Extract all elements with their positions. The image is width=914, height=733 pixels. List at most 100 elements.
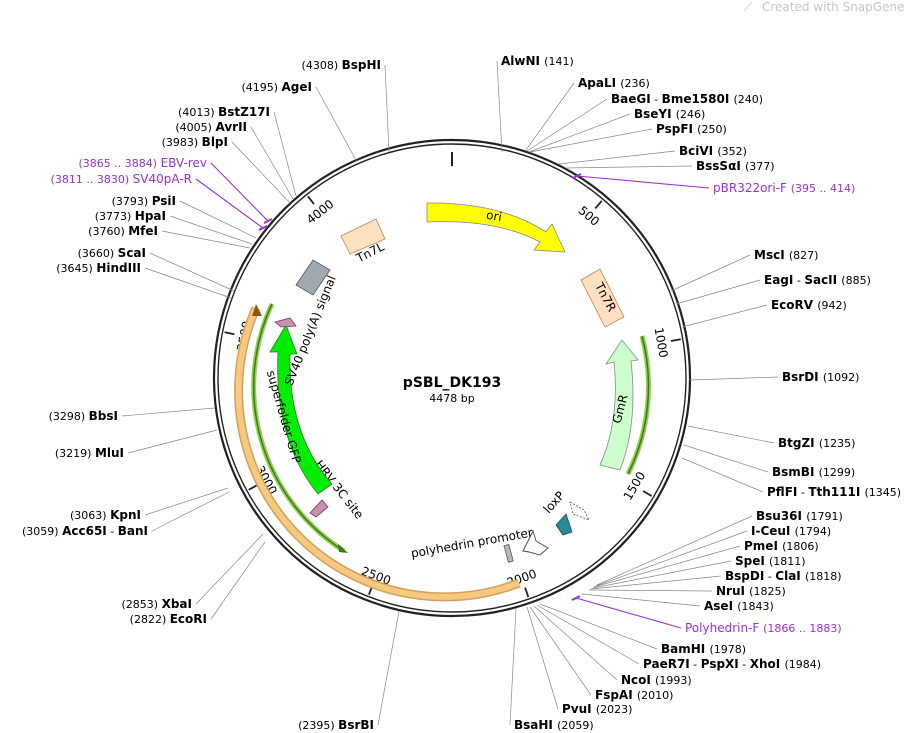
restriction-site-label[interactable]: EcoRV (942) (771, 298, 847, 312)
site-leader-line (384, 64, 390, 153)
restriction-site-label[interactable]: (3063) KpnI (70, 508, 141, 522)
restriction-site-label[interactable]: PmeI (1806) (744, 539, 819, 553)
restriction-site-label[interactable]: (3793) PsiI (112, 194, 176, 208)
feature-ori[interactable]: ori (426, 202, 566, 253)
site-position: (1866 .. 1883) (763, 622, 842, 635)
site-position: (1235) (819, 437, 856, 450)
restriction-site-label[interactable]: PvuI (2023) (562, 702, 632, 716)
restriction-site-label[interactable]: (4013) BstZ17I (178, 105, 270, 119)
feature-tn7l[interactable]: Tn7L (340, 218, 387, 266)
site-leader-line (149, 252, 235, 292)
site-enzyme-name: Bsu36I (756, 509, 806, 523)
site-position: (1843) (737, 600, 774, 613)
primer-name: Polyhedrin-F (685, 621, 763, 635)
restriction-site-label[interactable]: ApaLI (236) (578, 76, 650, 90)
restriction-site-label[interactable]: (4308) BspHI (302, 58, 381, 72)
site-position: (2010) (637, 689, 674, 702)
orf-band-inner (235, 306, 521, 600)
site-position: (2023) (596, 703, 633, 716)
scale-tick (594, 200, 603, 210)
scale-tick-label: 1000 (652, 326, 671, 358)
restriction-site-label[interactable]: NcoI (1993) (621, 673, 692, 687)
primer-label[interactable]: (3865 .. 3884) EBV-rev (79, 156, 208, 170)
site-enzyme-name: PvuI (562, 702, 596, 716)
restriction-site-label[interactable]: BciVI (352) (679, 144, 747, 158)
site-enzyme-name: BspDI (725, 569, 764, 583)
restriction-site-label[interactable]: (2395) BsrBI (298, 718, 374, 732)
restriction-site-label[interactable]: (3983) BlpI (162, 135, 228, 149)
restriction-site-label[interactable]: SpeI (1811) (735, 554, 806, 568)
site-enzyme-name: SacII (804, 273, 841, 287)
site-separator: - (651, 93, 662, 106)
site-position: (377) (745, 160, 775, 173)
site-enzyme-name: PmeI (744, 539, 782, 553)
site-position: (885) (841, 274, 871, 287)
restriction-site-label[interactable]: BtgZI (1235) (778, 436, 855, 450)
site-leader-line (121, 407, 216, 417)
restriction-site-label[interactable]: (3298) BbsI (49, 409, 118, 423)
primer-label[interactable]: Polyhedrin-F (1866 .. 1883) (685, 621, 842, 635)
feature-tn7r[interactable]: Tn7R (580, 268, 625, 328)
site-leader-line (526, 606, 559, 710)
primer-label[interactable]: (3811 .. 3830) SV40pA-R (51, 172, 192, 186)
scale-tick-label: 500 (576, 203, 603, 228)
restriction-site-label[interactable]: BaeGI - Bme1580I (240) (611, 92, 763, 106)
restriction-site-label[interactable]: (4195) AgeI (241, 80, 312, 94)
restriction-site-label[interactable]: (2822) EcoRI (130, 612, 207, 626)
site-position: (1811) (769, 555, 806, 568)
site-position: (1299) (819, 466, 856, 479)
restriction-site-label[interactable]: EagI - SacII (885) (764, 273, 871, 287)
restriction-site-label[interactable]: BsaHI (2059) (514, 718, 594, 732)
restriction-site-label[interactable]: PflFI - Tth111I (1345) (767, 485, 901, 499)
site-leader-line (377, 610, 400, 726)
watermark: ⟋ Created with SnapGene (744, 0, 904, 14)
restriction-site-label[interactable]: (3773) HpaI (95, 209, 166, 223)
restriction-site-label[interactable]: PaeR7I - PspXI - XhoI (1984) (643, 657, 821, 671)
site-enzyme-name: PflFI (767, 485, 797, 499)
restriction-site-label[interactable]: BsmBI (1299) (772, 465, 855, 479)
restriction-site-label[interactable]: NruI (1825) (716, 584, 786, 598)
feature-gmr[interactable]: GmR (599, 339, 639, 471)
feature-lox-arrow (555, 513, 573, 536)
site-enzyme-name: MfeI (128, 224, 158, 238)
primer-label[interactable]: pBR322ori-F (395 .. 414) (713, 181, 855, 195)
restriction-site-label[interactable]: (2853) XbaI (122, 597, 192, 611)
restriction-site-label[interactable]: Bsu36I (1791) (756, 509, 843, 523)
site-leader-line (195, 178, 264, 229)
site-position: (250) (697, 123, 727, 136)
scale-tick (642, 490, 653, 497)
site-enzyme-name: PaeR7I (643, 657, 690, 671)
site-position: (246) (676, 108, 706, 121)
restriction-site-label[interactable]: I-CeuI (1794) (751, 524, 831, 538)
site-position: (942) (817, 299, 847, 312)
restriction-site-label[interactable]: FspAI (2010) (595, 688, 673, 702)
site-position: (352) (717, 145, 747, 158)
restriction-site-label[interactable]: (3660) ScaI (78, 246, 146, 260)
scale-tick (307, 195, 315, 205)
restriction-site-label[interactable]: BseYI (246) (634, 107, 705, 121)
plasmid-length: 4478 bp (429, 392, 474, 405)
restriction-site-label[interactable]: BspDI - ClaI (1818) (725, 569, 842, 583)
restriction-site-label[interactable]: BamHI (1978) (661, 642, 746, 656)
restriction-site-label[interactable]: (3219) MluI (55, 446, 124, 460)
site-enzyme-name: Acc65I (62, 524, 107, 538)
site-leader-line (558, 150, 676, 165)
restriction-site-label[interactable]: (3059) Acc65I - BanI (22, 524, 148, 538)
feature-polyhedrin-promoter[interactable]: polyhedrin promoter (410, 525, 549, 563)
primer-name: SV40pA-R (133, 172, 192, 186)
site-enzyme-name: KpnI (110, 508, 141, 522)
restriction-site-label[interactable]: PspFI (250) (656, 122, 727, 136)
restriction-site-label[interactable]: BsrDI (1092) (782, 370, 859, 384)
restriction-site-label[interactable]: (4005) AvrII (175, 120, 247, 134)
restriction-site-label[interactable]: AlwNI (141) (501, 54, 574, 68)
restriction-site-label[interactable]: (3645) HindIII (56, 261, 141, 275)
restriction-site-label[interactable]: BssSαI (377) (696, 159, 775, 173)
restriction-site-label[interactable]: MscI (827) (754, 248, 818, 262)
site-leader-line (588, 589, 713, 592)
site-leader-line (144, 487, 229, 516)
site-position: (2395) (298, 719, 338, 732)
restriction-site-label[interactable]: AseI (1843) (704, 599, 774, 613)
restriction-site-label[interactable]: (3760) MfeI (88, 224, 158, 238)
site-enzyme-name: EcoRI (170, 612, 207, 626)
site-leader-line (675, 279, 761, 305)
